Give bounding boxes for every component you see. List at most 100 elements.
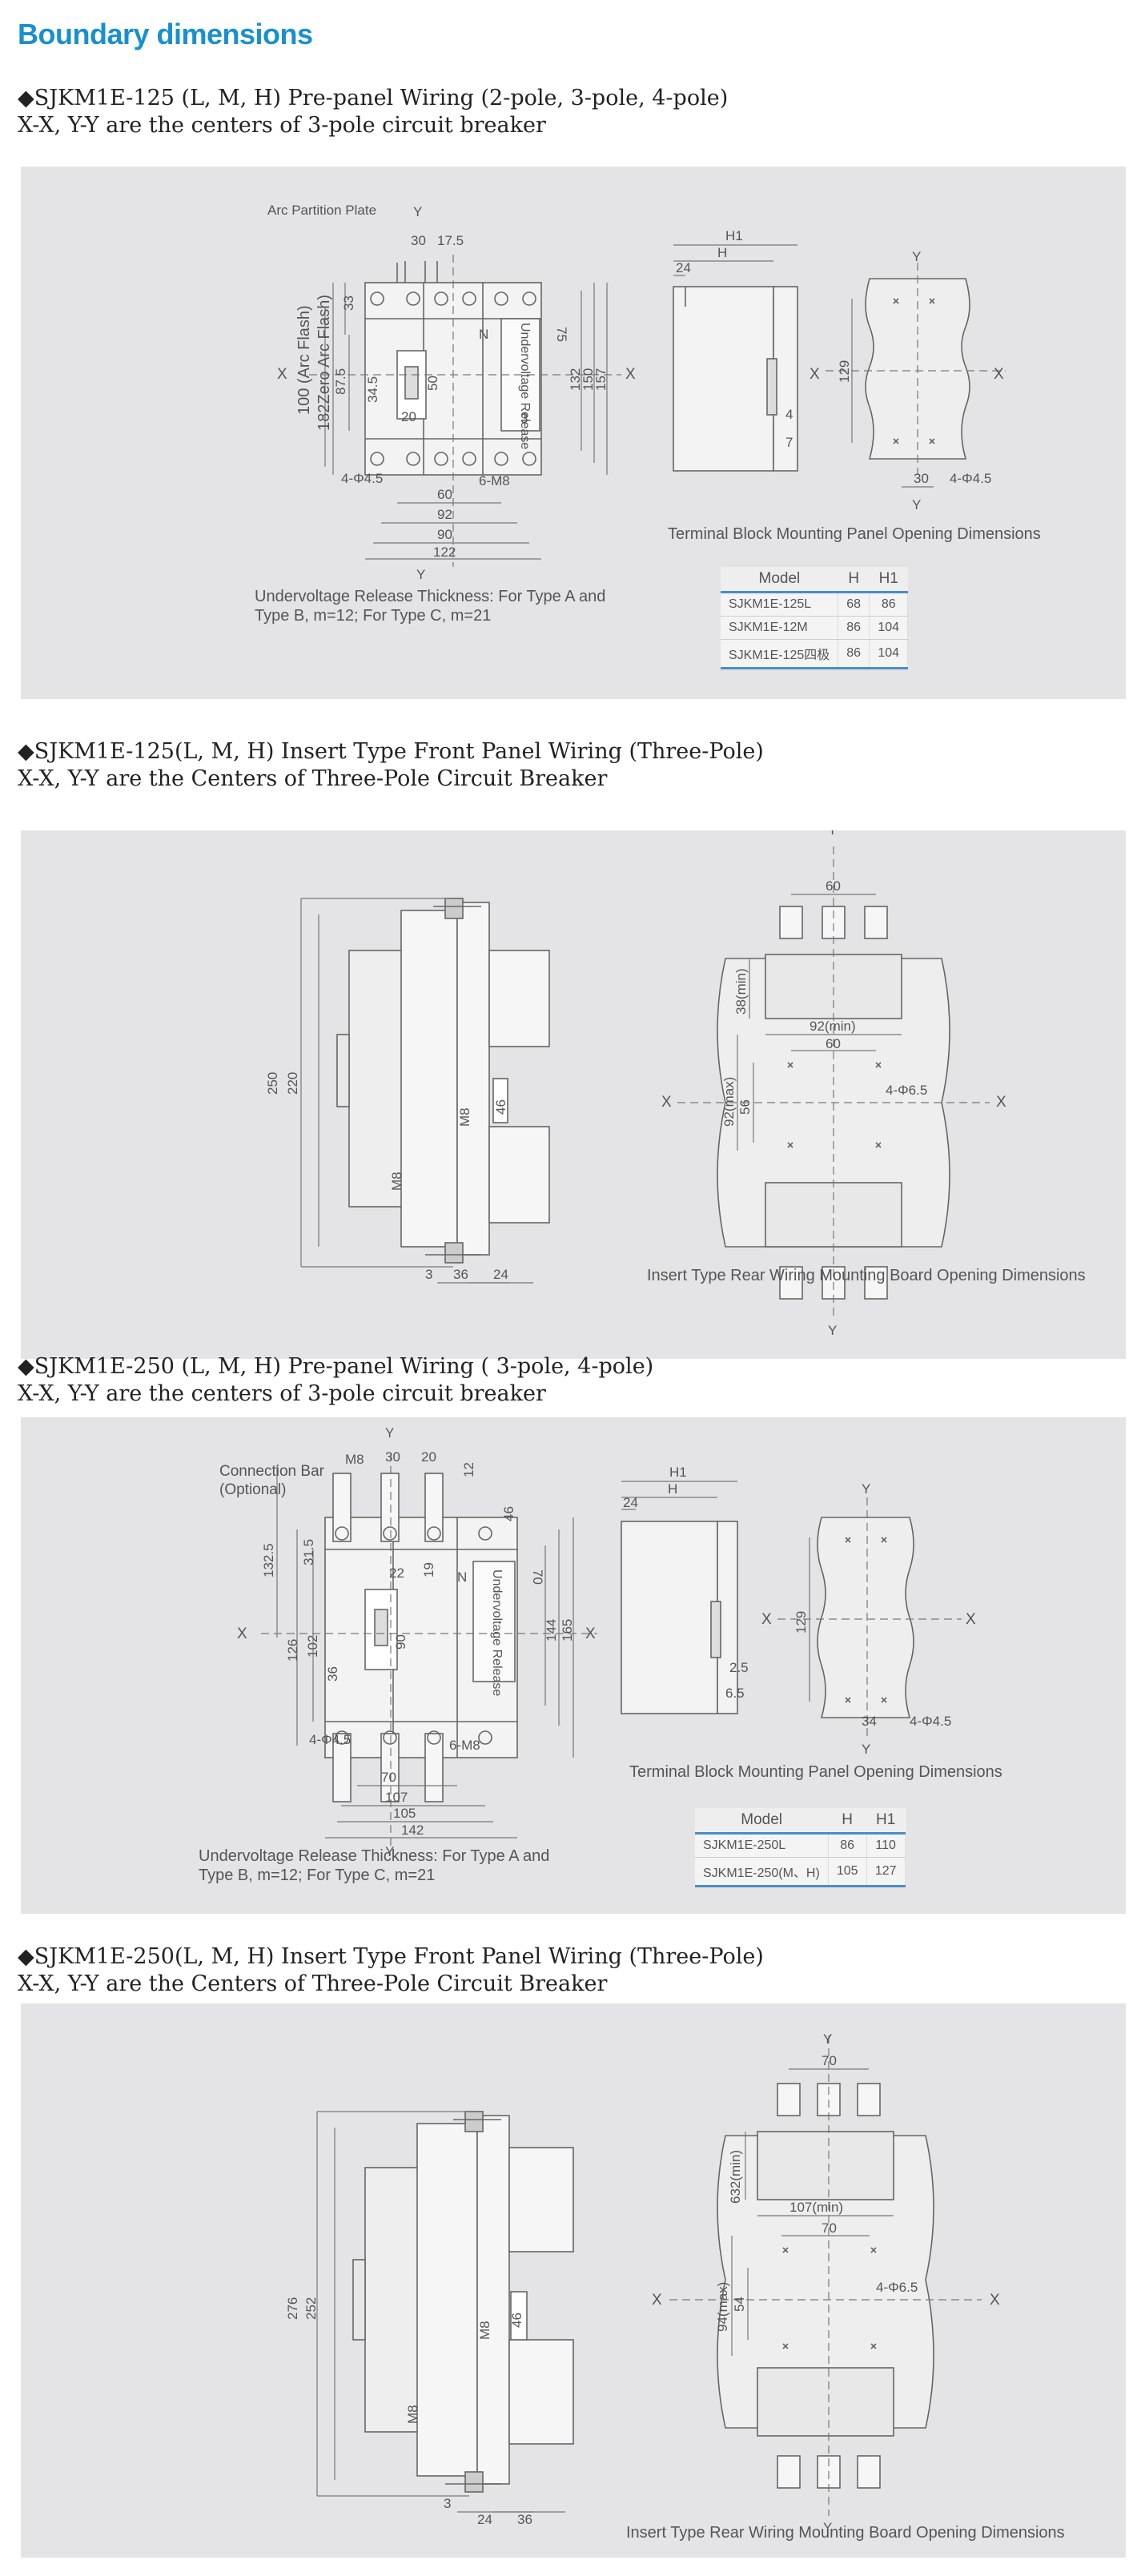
- table-cell: 86: [838, 639, 870, 669]
- dim-label: 92(min): [810, 1019, 856, 1034]
- table-cell: 104: [869, 639, 909, 669]
- dim-label: 4-Φ6.5: [886, 1083, 927, 1098]
- section-title-line2: X-X, Y-Y are the Centers of Three-Pole C…: [18, 766, 608, 791]
- dim-label: 250: [265, 1072, 280, 1095]
- dim-label: 132: [568, 368, 583, 391]
- dim-label: 24: [493, 1267, 508, 1282]
- table-cell: 105: [828, 1857, 867, 1887]
- dim-label: 150: [581, 368, 596, 391]
- dim-label: 3: [425, 1267, 432, 1282]
- section-1-title: ◆SJKM1E-125 (L, M, H) Pre-panel Wiring (…: [18, 85, 728, 139]
- undervoltage-note: Undervoltage Release Thickness: For Type…: [255, 588, 606, 625]
- dim-label: 34: [862, 1714, 877, 1729]
- dim-label: H: [717, 245, 727, 260]
- dim-label: M8: [389, 1171, 404, 1191]
- dim-label: X: [994, 366, 1004, 383]
- side-view-body: [621, 1521, 718, 1714]
- dim-label: 126: [285, 1639, 300, 1662]
- table-cell: SJKM1E-125四极: [721, 639, 839, 669]
- dim-label: Y: [416, 567, 425, 582]
- section-title-line1: ◆SJKM1E-125(L, M, H) Insert Type Front P…: [18, 739, 764, 764]
- dim-label: 165: [560, 1619, 575, 1642]
- dim-label: 122: [433, 545, 456, 560]
- connection-bars: [332, 1473, 444, 1802]
- section-title-line2: X-X, Y-Y are the centers of 3-pole circu…: [18, 1381, 546, 1406]
- dim-label: 87.5: [333, 368, 348, 395]
- table-cell: 104: [869, 616, 909, 640]
- dim-label: Undervoltage Release: [518, 323, 532, 449]
- dim-label: H1: [725, 228, 743, 243]
- dim-label: 36: [517, 2512, 532, 2527]
- dim-label: 6-M8: [449, 1738, 480, 1753]
- dim-label: 46: [493, 1099, 508, 1115]
- section-2-drawing: 250 220 M8 3 36 24 M8 46 Y 60 38(min) 92…: [265, 830, 1006, 1338]
- dim-label: 60: [826, 878, 841, 894]
- dim-label: 30: [385, 1449, 400, 1465]
- dim-label: X: [625, 366, 636, 383]
- opening-window-bottom: [757, 2367, 894, 2437]
- table-cell: 86: [869, 592, 909, 617]
- opening-outline: [817, 1517, 914, 1718]
- dim-label: 129: [793, 1611, 809, 1634]
- dim-label: 50: [425, 376, 440, 391]
- dim-label: M8: [477, 2321, 492, 2340]
- dim-label: 75: [554, 327, 569, 342]
- dim-label: 276: [285, 2297, 300, 2320]
- dim-label: 38(min): [733, 968, 749, 1015]
- table-row: SJKM1E-12M 86 104: [721, 616, 909, 640]
- dim-label: X: [966, 1611, 976, 1628]
- section-title-line2: X-X, Y-Y are the centers of 3-pole circu…: [18, 113, 546, 138]
- mount-block-top: [488, 950, 550, 1047]
- section-4-title: ◆SJKM1E-250(L, M, H) Insert Type Front P…: [18, 1943, 764, 1998]
- section-3-drawing: Connection Bar (Optional) M8 Y 30 20 12 …: [219, 1425, 976, 1859]
- table-header: Model: [721, 567, 838, 593]
- dim-label: 56: [737, 1099, 753, 1115]
- table-row: SJKM1E-125L 68 86: [721, 592, 909, 617]
- dim-label: 94(max): [715, 2282, 730, 2332]
- dim-label: 132.5: [261, 1543, 276, 1577]
- dim-label: 3: [444, 2496, 451, 2511]
- terminal-row-bottom: [777, 2455, 881, 2489]
- dim-label: 36: [325, 1666, 340, 1682]
- dim-label: 102: [305, 1635, 320, 1658]
- side-view-body: [673, 286, 774, 472]
- table-cell: 110: [866, 1833, 906, 1858]
- section-3-panel: Connection Bar (Optional) M8 Y 30 20 12 …: [21, 1417, 1126, 1914]
- dim-label: 70: [822, 2220, 837, 2236]
- dim-label: X: [661, 1094, 672, 1111]
- dim-label: X: [652, 2292, 662, 2309]
- table-row: SJKM1E-250(M、H) 105 127: [695, 1857, 906, 1887]
- dim-label: 90: [393, 1634, 408, 1650]
- dim-label: Y: [823, 2031, 832, 2047]
- dim-label: X: [277, 366, 287, 383]
- top-terminals: [370, 291, 536, 306]
- model-table: Model H H1 SJKM1E-125L 68 86 SJKM1E-12M …: [721, 567, 909, 669]
- section-4-panel: 276 252 M8 3 24 36 M8 46 Y 70 632(min) 1…: [21, 2003, 1126, 2558]
- opening-caption: Terminal Block Mounting Panel Opening Di…: [668, 525, 1041, 543]
- dim-label: Y: [385, 1844, 394, 1859]
- table-header: H1: [869, 567, 908, 593]
- dim-label: 34.5: [365, 376, 380, 403]
- dim-label: X: [237, 1626, 247, 1642]
- dim-label: 182Zero Arc Flash): [315, 295, 333, 431]
- dim-label: 107: [385, 1790, 408, 1805]
- undervoltage-module: [472, 1561, 516, 1682]
- dim-label: 30: [411, 233, 426, 248]
- dim-label: 129: [837, 360, 852, 383]
- terminal-row-top: [777, 2083, 881, 2116]
- table-row: SJKM1E-125四极 86 104: [721, 639, 909, 669]
- dim-label: M8: [345, 1452, 364, 1467]
- dim-label: 70: [530, 1569, 545, 1585]
- dim-label: X: [810, 366, 820, 383]
- dim-label: 60: [826, 1036, 841, 1051]
- dim-label: 7: [785, 435, 793, 450]
- dim-label: 30: [914, 471, 929, 486]
- model-table: Model H H1 SJKM1E-250L 86 110 SJKM1E-250…: [695, 1808, 906, 1887]
- section-title-line1: ◆SJKM1E-250 (L, M, H) Pre-panel Wiring (…: [18, 1354, 654, 1379]
- dim-label: Y: [862, 1481, 870, 1497]
- dim-label: 107(min): [789, 2200, 843, 2215]
- dim-label: 4-Φ4.5: [309, 1732, 351, 1747]
- dim-label: 24: [477, 2512, 492, 2527]
- dim-label: 4-Φ4.5: [341, 471, 383, 486]
- undervoltage-note: Undervoltage Release Thickness: For Type…: [199, 1847, 550, 1884]
